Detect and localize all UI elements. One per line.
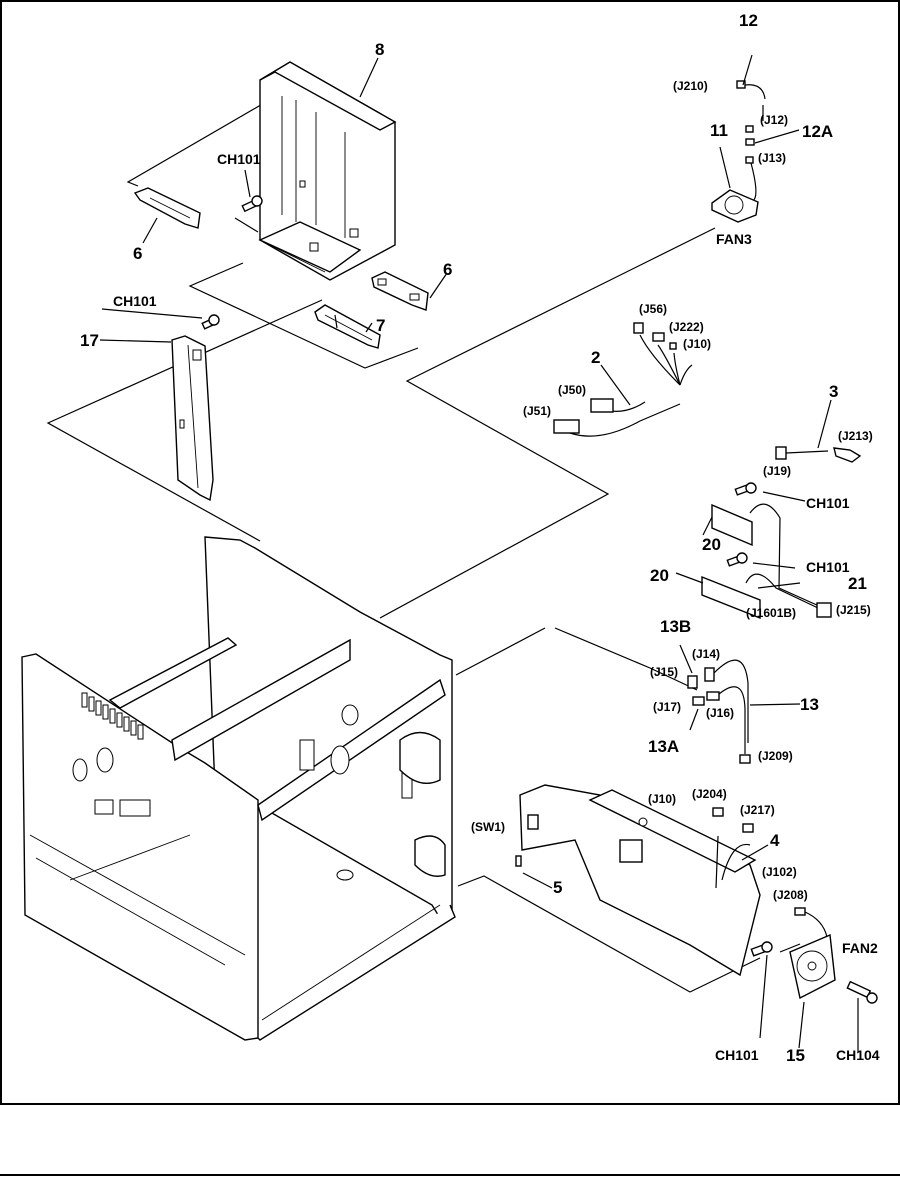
label-j204: (J204)	[692, 787, 727, 801]
screw-ch101-top	[242, 196, 262, 211]
label-j16: (J16)	[706, 706, 734, 720]
part-6-right-bracket	[372, 272, 428, 310]
part-17-vertical-plate	[172, 336, 213, 500]
label-j51: (J51)	[523, 404, 551, 418]
callout-20-lower: 20	[650, 566, 669, 585]
label-j10-psu: (J10)	[648, 792, 676, 806]
callout-12: 12	[739, 11, 758, 30]
callout-8: 8	[375, 40, 384, 59]
label-j19: (J19)	[763, 464, 791, 478]
label-j102: (J102)	[762, 865, 797, 879]
callout-5: 5	[553, 878, 562, 897]
callout-17: 17	[80, 331, 99, 350]
harness-3	[776, 447, 860, 462]
label-ch101-right-upper: CH101	[806, 495, 850, 511]
label-j17: (J17)	[653, 700, 681, 714]
harness-2	[554, 323, 692, 436]
callout-15: 15	[786, 1046, 805, 1065]
callout-6-left: 6	[133, 244, 142, 263]
page-bottom-rule	[0, 1174, 900, 1176]
label-ch101-right-lower: CH101	[806, 559, 850, 575]
callout-13b: 13B	[660, 617, 691, 636]
callout-7: 7	[376, 316, 385, 335]
callout-4: 4	[770, 831, 780, 850]
label-j217: (J217)	[740, 803, 775, 817]
label-fan3: FAN3	[716, 231, 752, 247]
label-j210: (J210)	[673, 79, 708, 93]
part-8-bracket-assembly	[260, 62, 395, 280]
label-j14: (J14)	[692, 647, 720, 661]
callout-2: 2	[591, 348, 600, 367]
label-j56: (J56)	[639, 302, 667, 316]
label-j15: (J15)	[650, 665, 678, 679]
label-ch104: CH104	[836, 1047, 880, 1063]
screw-ch101-left	[202, 315, 219, 329]
callout-13a: 13A	[648, 737, 679, 756]
label-fan2: FAN2	[842, 940, 878, 956]
label-j215: (J215)	[836, 603, 871, 617]
label-sw1: (SW1)	[471, 820, 505, 834]
callout-21: 21	[848, 574, 867, 593]
label-ch101-left: CH101	[113, 293, 157, 309]
label-j13: (J13)	[758, 151, 786, 165]
label-ch101-bottom: CH101	[715, 1047, 759, 1063]
part-5-spacer	[516, 856, 521, 866]
label-j1601b: (J1601B)	[746, 606, 796, 620]
callout-12a: 12A	[802, 122, 833, 141]
callout-13: 13	[800, 695, 819, 714]
label-j12: (J12)	[760, 113, 788, 127]
callout-3: 3	[829, 382, 838, 401]
label-j10-harness2: (J10)	[683, 337, 711, 351]
label-j209: (J209)	[758, 749, 793, 763]
label-j50: (J50)	[558, 383, 586, 397]
exploded-parts-diagram: 8 12 12A 11 6 6 7 17 2 3 20 20 21 13B 13…	[0, 0, 900, 1105]
label-j213: (J213)	[838, 429, 873, 443]
label-ch101-top: CH101	[217, 151, 261, 167]
callout-20-upper: 20	[702, 535, 721, 554]
label-j208: (J208)	[773, 888, 808, 902]
label-j222: (J222)	[669, 320, 704, 334]
callout-11: 11	[710, 121, 728, 140]
callout-6-right: 6	[443, 260, 452, 279]
part-6-left-bracket	[135, 188, 200, 228]
